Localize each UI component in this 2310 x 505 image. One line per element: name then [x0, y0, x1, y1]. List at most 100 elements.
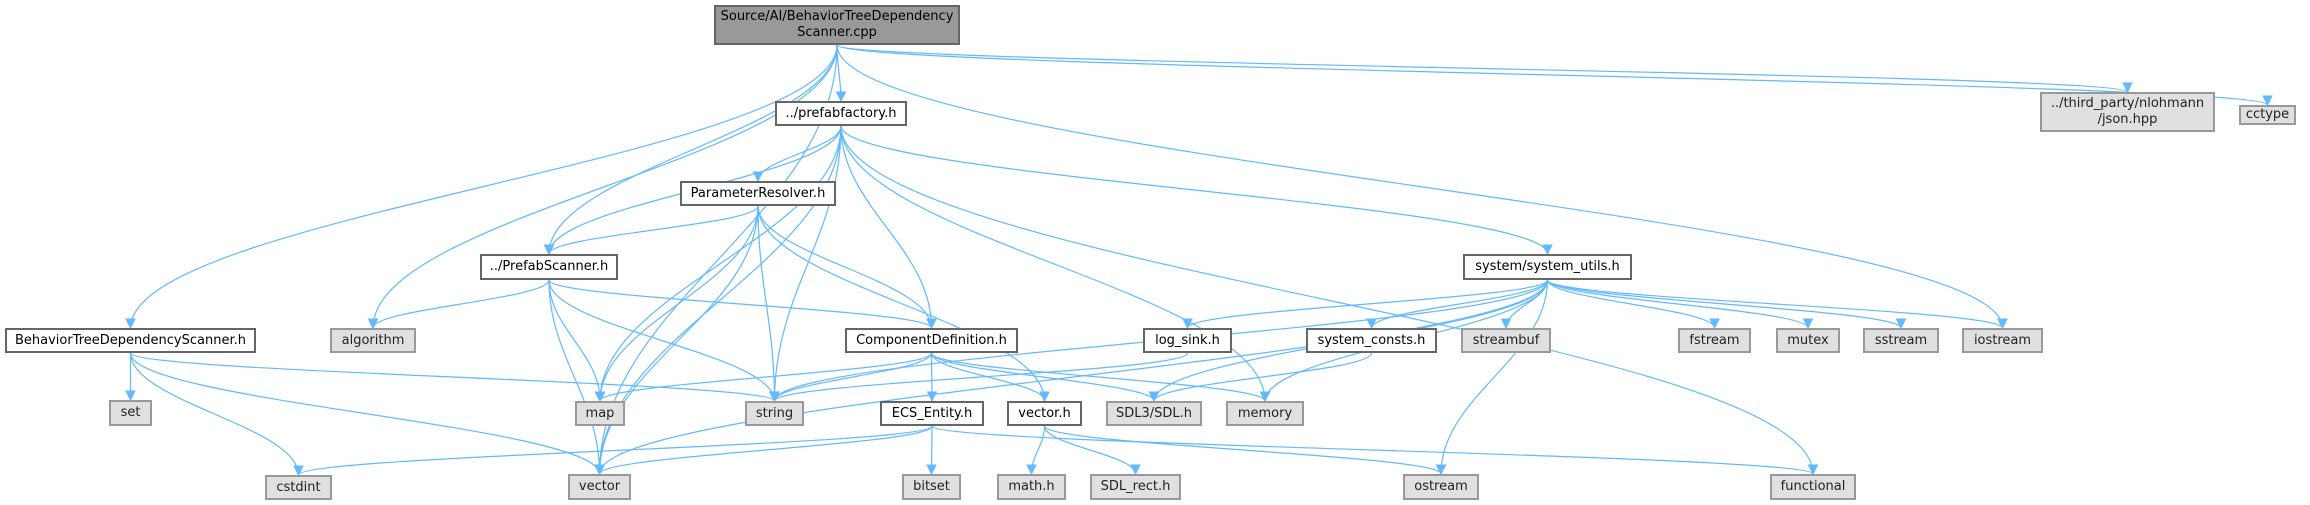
node-label: log_sink.h [1155, 332, 1220, 348]
node-streambuf[interactable]: streambuf [1461, 328, 1551, 353]
edge-sysutils-to-fstream [1546, 279, 1720, 330]
node-iostream[interactable]: iostream [1962, 328, 2043, 353]
node-sdl[interactable]: SDL3/SDL.h [1106, 401, 1202, 426]
edge-sysutils-to-sstream [1546, 279, 1907, 330]
edge-logsink-to-string [769, 352, 1189, 403]
edge-prefabscanner-to-vector [548, 279, 605, 476]
edge-prefabscanner-to-map [548, 279, 606, 403]
edge-prefabfactory-to-functional [840, 125, 1819, 476]
edge-paramres-to-prefabscanner [543, 205, 759, 256]
node-vector[interactable]: vector [568, 474, 631, 500]
node-math[interactable]: math.h [997, 474, 1066, 500]
edge-prefabfactory-to-map [594, 125, 842, 403]
edge-sysutils-to-ostream [1435, 279, 1549, 476]
edge-paramres-to-compdef [757, 205, 937, 330]
edge-compdef-to-ecs [926, 352, 938, 403]
edge-compdef-to-string [769, 352, 933, 403]
edge-prefabfactory-to-string [769, 125, 842, 403]
edge-root-to-algorithm [367, 44, 838, 330]
edge-root-to-btds [125, 44, 838, 330]
edge-compdef-to-sdl [930, 352, 1160, 403]
edge-prefabfactory-to-memory [840, 125, 1271, 403]
node-label: Source/AI/BehaviorTreeDependency Scanner… [720, 9, 954, 40]
edge-btds-to-cstdint [129, 352, 304, 477]
node-cstdint[interactable]: cstdint [265, 475, 332, 500]
edge-ecs-to-vector [594, 425, 933, 476]
node-logsink[interactable]: log_sink.h [1143, 328, 1232, 353]
edge-root-to-json [836, 44, 2133, 94]
node-label: ECS_Entity.h [891, 405, 973, 421]
edge-paramres-to-vector [594, 205, 759, 476]
edge-sysutils-to-logsink [1182, 279, 1549, 330]
edge-prefabfactory-to-vector [594, 125, 842, 476]
node-compdef[interactable]: ComponentDefinition.h [845, 328, 1018, 353]
node-label: SDL3/SDL.h [1115, 405, 1193, 421]
node-label: vector [578, 479, 621, 494]
node-label: memory [1237, 405, 1293, 421]
edge-vectorh-to-sdlrect [1043, 425, 1141, 476]
node-label: set [120, 405, 141, 420]
node-prefabfactory[interactable]: ../prefabfactory.h [775, 101, 907, 126]
node-label: bitset [913, 479, 950, 494]
edge-ecs-to-functional [931, 425, 1818, 476]
edge-vectorh-to-ostream [1043, 425, 1447, 476]
edge-paramres-to-map [594, 205, 759, 403]
node-bitset[interactable]: bitset [902, 474, 961, 500]
node-algorithm[interactable]: algorithm [330, 328, 416, 353]
node-label: ../PrefabScanner.h [489, 259, 609, 274]
node-memory[interactable]: memory [1226, 401, 1304, 426]
node-label: math.h [1008, 479, 1055, 494]
edge-paramres-to-string [757, 205, 780, 403]
edge-prefabscanner-to-algorithm [367, 279, 550, 330]
edge-prefabscanner-to-compdef [548, 279, 937, 330]
node-map[interactable]: map [575, 401, 625, 426]
node-label: ../prefabfactory.h [785, 105, 897, 121]
node-sysconsts[interactable]: system_consts.h [1306, 328, 1437, 353]
edge-compdef-to-map [594, 352, 933, 403]
node-functional[interactable]: functional [1770, 474, 1856, 500]
edge-sysutils-to-vector [594, 279, 1549, 476]
node-prefabscanner[interactable]: ../PrefabScanner.h [480, 254, 618, 280]
node-label: fstream [1689, 332, 1740, 348]
node-label: sstream [1874, 332, 1928, 348]
node-label: BehaviorTreeDependencyScanner.h [14, 332, 246, 348]
node-label: ComponentDefinition.h [856, 332, 1007, 348]
node-label: map [585, 405, 615, 421]
node-sstream[interactable]: sstream [1863, 328, 1939, 353]
edge-btds-to-string [129, 352, 780, 403]
node-vectorh[interactable]: vector.h [1007, 401, 1082, 426]
node-label: ParameterResolver.h [690, 185, 826, 201]
edge-prefabfactory-to-sysutils [840, 125, 1553, 256]
node-label: algorithm [341, 332, 405, 348]
node-label: functional [1780, 479, 1846, 494]
node-label: ostream [1414, 479, 1468, 494]
node-label: streambuf [1472, 332, 1540, 348]
node-mutex[interactable]: mutex [1776, 328, 1840, 353]
node-label: system/system_utils.h [1475, 259, 1620, 274]
node-set[interactable]: set [109, 400, 152, 426]
edge-vectorh-to-math [1026, 425, 1046, 476]
node-ecs[interactable]: ECS_Entity.h [880, 401, 984, 426]
node-label: string [755, 405, 794, 421]
node-btds[interactable]: BehaviorTreeDependencyScanner.h [5, 328, 256, 353]
node-json[interactable]: ../third_party/nlohmann /json.hpp [2040, 92, 2215, 132]
node-label: vector.h [1018, 405, 1071, 421]
node-paramres[interactable]: ParameterResolver.h [680, 181, 836, 206]
edge-root-to-iostream [836, 44, 2008, 330]
edge-prefabfactory-to-paramres [752, 125, 842, 183]
edge-ecs-to-cstdint [293, 425, 933, 477]
node-string[interactable]: string [745, 401, 804, 426]
node-root[interactable]: Source/AI/BehaviorTreeDependency Scanner… [714, 5, 960, 45]
node-label: system_consts.h [1317, 332, 1426, 348]
node-fstream[interactable]: fstream [1678, 328, 1751, 353]
edge-sysutils-to-mutex [1546, 279, 1814, 330]
edge-ecs-to-bitset [926, 425, 937, 476]
node-sdlrect[interactable]: SDL_rect.h [1090, 474, 1181, 500]
node-ostream[interactable]: ostream [1403, 474, 1479, 500]
node-sysutils[interactable]: system/system_utils.h [1463, 254, 1632, 280]
node-cctype[interactable]: cctype [2239, 105, 2296, 125]
edge-btds-to-vector [129, 352, 605, 476]
node-label: cctype [2245, 107, 2290, 122]
node-label: ../third_party/nlohmann /json.hpp [2050, 96, 2205, 127]
